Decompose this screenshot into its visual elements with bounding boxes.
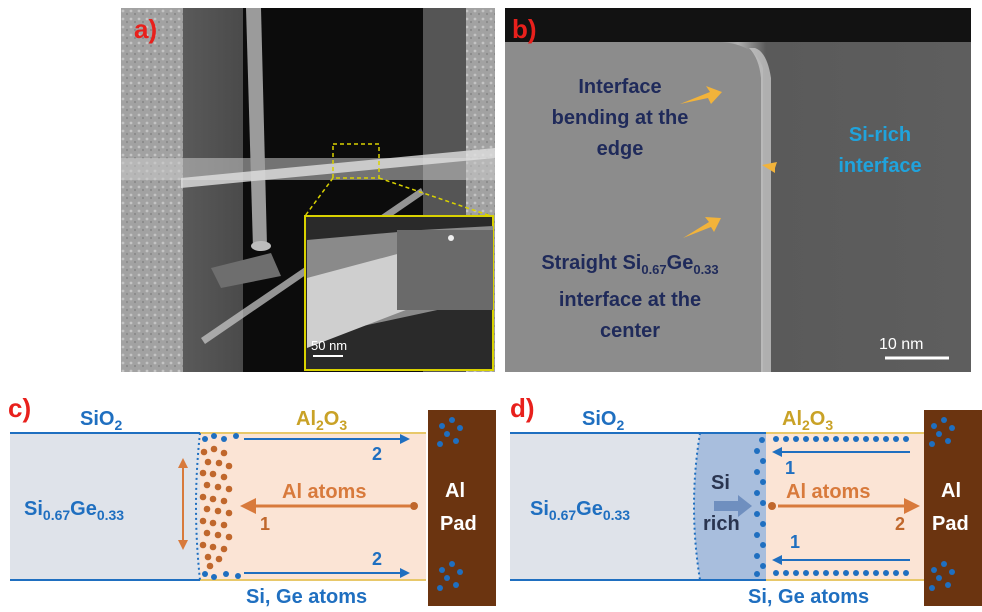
c-sige-region	[10, 433, 200, 580]
d-pad-atoms	[929, 417, 955, 591]
d-pad-label-1: Al	[941, 480, 961, 502]
annotation-center-line2: interface at the	[558, 289, 702, 311]
c-sige-label: Si0.67Ge0.33	[24, 498, 124, 523]
annotation-edge-line2: bending at the	[551, 107, 689, 129]
annotation-center-sub1: 0.67	[641, 262, 667, 277]
c-al-arrow	[240, 498, 418, 514]
scale-bar-b-label: 10 nm	[879, 336, 924, 353]
scale-bar-a-label: 50 nm	[311, 338, 348, 353]
c-interface	[195, 432, 201, 581]
annotation-si-rich-line2: interface	[838, 155, 922, 177]
c-al-atoms	[199, 445, 233, 570]
d-sige-label: Si0.67Ge0.33	[530, 498, 630, 523]
c-pad-label-1: Al	[445, 480, 465, 502]
d-al-atoms-label: Al atoms	[786, 481, 870, 503]
d-top-atom-row	[773, 436, 909, 442]
d-al2o3-label: Al2O3	[782, 408, 833, 433]
panel-b-micrograph: 10 nm	[505, 8, 971, 372]
annotation-center: Straight Si0.67Ge0.33 interface at the c…	[505, 248, 755, 347]
panel-a-label: a)	[134, 14, 158, 44]
c-interface-atoms	[202, 433, 241, 580]
annotation-si-rich: Si-rich interface	[815, 120, 945, 182]
c-num-2-bottom: 2	[372, 549, 382, 569]
d-pad-label-2: Pad	[932, 513, 969, 535]
c-spread-arrow	[178, 458, 188, 550]
annotation-edge: Interface bending at the edge	[525, 72, 715, 165]
c-si-ge-atoms-label: Si, Ge atoms	[246, 586, 367, 608]
panel-c-label: c)	[8, 393, 32, 423]
arrow-edge	[680, 86, 722, 104]
panel-d-diagram	[510, 410, 982, 606]
annotation-center-mid: Ge	[666, 252, 694, 274]
d-si-rich-label-1: Si	[711, 472, 730, 494]
c-pad-label-2: Pad	[440, 513, 477, 535]
d-si-rich-label-2: rich	[703, 513, 740, 535]
annotation-edge-line3: edge	[596, 138, 644, 160]
d-al-pad	[924, 410, 982, 606]
panel-b-label: b)	[512, 14, 537, 44]
d-num-2: 2	[895, 514, 905, 534]
annotation-center-sub2: 0.33	[693, 262, 719, 277]
panel-b-image	[505, 8, 971, 372]
annotation-center-prefix: Straight Si	[541, 252, 642, 274]
d-interface-atoms	[754, 437, 766, 577]
d-num-1-top: 1	[785, 458, 795, 478]
d-si-ge-atoms-label: Si, Ge atoms	[748, 586, 869, 608]
panel-b-arrows	[680, 86, 805, 238]
arrow-center	[683, 217, 721, 238]
d-return-arrows	[772, 447, 910, 565]
c-sio2-label: SiO2	[80, 408, 122, 433]
c-num-1: 1	[260, 514, 270, 534]
panel-a-micrograph: 50 nm	[121, 8, 495, 372]
d-bottom-atom-row	[773, 570, 909, 576]
c-al-atoms-label: Al atoms	[282, 481, 366, 503]
panel-c-diagram	[10, 410, 496, 606]
c-al2o3-label: Al2O3	[296, 408, 347, 433]
c-si-ge-arrows	[244, 434, 410, 578]
c-num-2-top: 2	[372, 444, 382, 464]
panel-d-label: d)	[510, 393, 535, 423]
annotation-center-line3: center	[599, 320, 661, 342]
panel-a-image	[121, 8, 495, 372]
c-pad-atoms	[437, 417, 463, 591]
d-num-1-bottom: 1	[790, 532, 800, 552]
d-sio2-label: SiO2	[582, 408, 624, 433]
d-si-rich-arrow	[714, 495, 752, 517]
c-al-pad	[428, 410, 496, 606]
arrow-si-rich	[762, 158, 805, 173]
annotation-center-line1: Straight Si0.67Ge0.33	[505, 248, 755, 285]
d-al-arrow	[768, 498, 920, 514]
annotation-si-rich-line1: Si-rich	[848, 124, 912, 146]
annotation-edge-line1: Interface	[578, 76, 662, 98]
d-si-rich-boundary	[693, 432, 701, 581]
